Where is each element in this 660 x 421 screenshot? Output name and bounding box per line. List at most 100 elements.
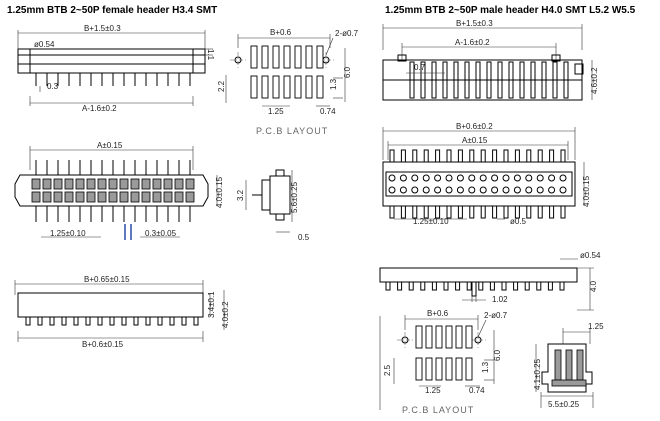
male-pcb-dim-hole: 2-ø0.7 — [484, 311, 508, 320]
pin-circle — [536, 186, 544, 194]
female-pcb-dim-p: 1.25 — [268, 107, 284, 116]
smt-leg — [400, 205, 406, 219]
pin-post — [475, 61, 481, 99]
contact-cell — [163, 191, 173, 203]
pin-stub — [61, 316, 67, 326]
pin-post — [486, 61, 492, 99]
smt-leg — [537, 205, 543, 219]
pcb-pad — [455, 357, 463, 381]
pin-circle — [422, 174, 430, 182]
male-end-view: 1.25 4.1±0.25 5.5±0.25 — [533, 322, 604, 409]
male-pcb-caption: P.C.B LAYOUT — [402, 405, 474, 415]
smt-leg — [480, 149, 486, 163]
contact-cell — [163, 178, 173, 190]
pin-post — [409, 61, 415, 99]
pcb-pad — [465, 357, 473, 381]
pin-circle — [445, 186, 453, 194]
pin-post — [530, 61, 536, 99]
female-top-dim-h: 4.0±0.15 — [215, 176, 224, 208]
pin-stub — [49, 316, 55, 326]
female-end-dim-t: 0.5 — [298, 233, 310, 242]
female-top-dim-pitch: 1.25±0.10 — [50, 229, 86, 238]
smt-leg — [423, 205, 429, 219]
pin-post — [552, 61, 558, 99]
contact-cell — [119, 191, 129, 203]
pin-stub — [133, 316, 139, 326]
pin-stub — [109, 316, 115, 326]
contact-cell — [119, 178, 129, 190]
pin-stub — [73, 316, 79, 326]
pin-circle — [411, 186, 419, 194]
pin-stub — [489, 281, 495, 291]
pin-circle — [468, 186, 476, 194]
male-pcb-dim-h1: 1.3 — [481, 361, 490, 373]
contact-cell — [185, 191, 195, 203]
pin-stub — [478, 281, 484, 291]
contact-cell — [75, 191, 85, 203]
pin-circle — [548, 174, 556, 182]
contact-cell — [141, 178, 151, 190]
female-pcb-dim-h2: 6.0 — [343, 66, 352, 78]
female-top-dim-w: 0.3±0.05 — [145, 229, 177, 238]
contact-cell — [75, 178, 85, 190]
female-pcb-dim-hole: 2-ø0.7 — [335, 29, 359, 38]
pin-post — [453, 61, 459, 99]
pin-stub — [145, 316, 151, 326]
pin-stub — [85, 316, 91, 326]
pin-post — [497, 61, 503, 99]
male-top-dim-pin: ø0.5 — [510, 217, 527, 226]
pin-circle — [559, 174, 567, 182]
pin-circle — [513, 174, 521, 182]
female-side-view: B+1.5±0.3 ø0.54 1.1 0.3 A-1.6±0.2 — [17, 24, 215, 113]
contact-cell — [97, 178, 107, 190]
pin-circle — [445, 174, 453, 182]
female-front-dim-top: B+0.65±0.15 — [84, 275, 130, 284]
female-front-view: B+0.65±0.15 3.4±0.1 4.0±0.2 B+0.6±0.15 — [14, 275, 230, 349]
pcb-pad — [272, 45, 280, 69]
female-pcb-dim-h1: 1.3 — [329, 78, 338, 90]
smt-leg — [492, 205, 498, 219]
smt-leg — [514, 149, 520, 163]
pin-stub — [97, 316, 103, 326]
pin-circle — [491, 174, 499, 182]
female-end-dim-h: 5.6±0.25 — [290, 181, 299, 213]
contact-cell — [185, 178, 195, 190]
female-end-view: 3.2 5.6±0.25 0.5 — [236, 169, 310, 242]
male-front-dim-h: 4.0 — [589, 280, 598, 292]
male-side-dim-inner: A-1.6±0.2 — [455, 38, 490, 47]
pin-stub — [37, 316, 43, 326]
contact-cell — [97, 191, 107, 203]
smt-leg — [435, 205, 441, 219]
pin-circle — [388, 174, 396, 182]
pin-stub — [408, 281, 414, 291]
female-side-dim-h: 1.1 — [206, 49, 215, 61]
female-end-dim-w: 3.2 — [236, 189, 245, 201]
smt-leg — [526, 205, 532, 219]
female-front-dim-h2: 4.0±0.2 — [221, 301, 230, 328]
pin-post — [464, 61, 470, 99]
female-pcb-dim-s: 0.74 — [320, 107, 336, 116]
pin-circle — [548, 186, 556, 194]
female-top-view: A±0.15 4.0±0.15 1.25±0.10 0.3±0.05 — [14, 141, 224, 240]
smt-leg — [514, 205, 520, 219]
male-top-view: B+0.6±0.2 A±0.15 4.0±0.15 1.25±0.10 ø0.5 — [382, 122, 591, 226]
smt-leg — [457, 205, 463, 219]
pcb-pad — [250, 75, 258, 99]
female-pcb-dim-w: 2.2 — [217, 80, 226, 92]
smt-leg — [457, 149, 463, 163]
female-side-dim-top: B+1.5±0.3 — [84, 24, 121, 33]
pcb-pad — [425, 325, 433, 349]
pin-stub — [169, 316, 175, 326]
pin-stub — [536, 281, 542, 291]
pin-circle — [525, 186, 533, 194]
pin-circle — [491, 186, 499, 194]
male-pcb-dim-p: 1.25 — [425, 386, 441, 395]
smt-leg — [560, 205, 566, 219]
male-front-dim-pin: ø0.54 — [580, 251, 601, 260]
pin-circle — [399, 186, 407, 194]
male-pcb-dim-w: 2.5 — [383, 364, 392, 376]
male-end-dim-t: 1.25 — [588, 322, 604, 331]
contact-cell — [64, 191, 74, 203]
pin-post — [431, 61, 437, 99]
pin-stub — [181, 316, 187, 326]
